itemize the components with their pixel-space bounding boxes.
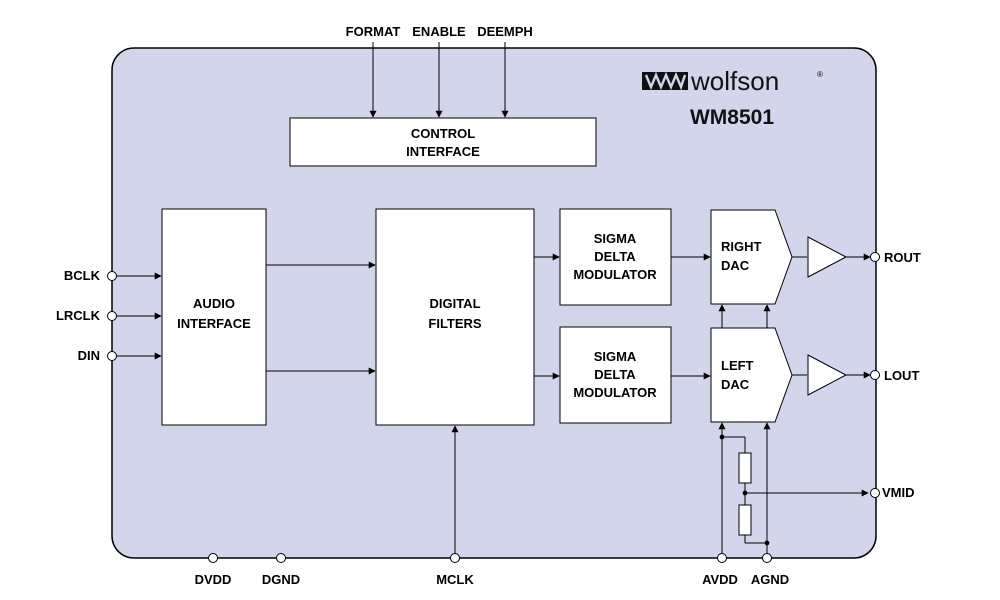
pin-rout bbox=[870, 252, 880, 262]
pin-din bbox=[107, 351, 117, 361]
sigma-delta-modulator-top bbox=[559, 208, 672, 306]
sigma-delta-top-label-3: MODULATOR bbox=[573, 267, 657, 282]
pin-label-agnd: AGND bbox=[751, 572, 789, 587]
audio-interface-label-1: AUDIO bbox=[193, 296, 235, 311]
left-dac-label-2: DAC bbox=[721, 377, 750, 392]
pin-agnd bbox=[762, 553, 772, 563]
pin-label-bclk: BCLK bbox=[64, 268, 101, 283]
wolfson-logo: wolfson ® bbox=[642, 66, 823, 96]
left-output-amplifier bbox=[807, 354, 848, 396]
right-dac-block bbox=[710, 209, 793, 305]
resistor-lower bbox=[738, 504, 752, 536]
right-output-amplifier bbox=[807, 236, 848, 278]
pin-avdd bbox=[717, 553, 727, 563]
pin-label-format: FORMAT bbox=[346, 24, 401, 39]
left-dac-block bbox=[710, 327, 793, 423]
control-interface-label-2: INTERFACE bbox=[406, 144, 480, 159]
sigma-delta-bottom-label-3: MODULATOR bbox=[573, 385, 657, 400]
vmid-divider bbox=[718, 422, 869, 555]
sigma-delta-top-label-2: DELTA bbox=[594, 249, 636, 264]
sigma-delta-modulator-bottom bbox=[559, 326, 672, 424]
pin-label-vmid: VMID bbox=[882, 485, 915, 500]
resistor-upper bbox=[738, 452, 752, 484]
pin-bclk bbox=[107, 271, 117, 281]
pin-lrclk bbox=[107, 311, 117, 321]
pin-label-avdd: AVDD bbox=[702, 572, 738, 587]
pin-label-dvdd: DVDD bbox=[195, 572, 232, 587]
pin-label-deemph: DEEMPH bbox=[477, 24, 533, 39]
right-dac-label-2: DAC bbox=[721, 258, 750, 273]
pin-dgnd bbox=[276, 553, 286, 563]
digital-filters-block bbox=[375, 208, 535, 426]
top-pins: FORMAT ENABLE DEEMPH bbox=[346, 24, 533, 118]
right-pins: ROUT LOUT VMID bbox=[870, 250, 921, 500]
brand-name: wolfson bbox=[690, 66, 779, 96]
right-dac-label-1: RIGHT bbox=[721, 239, 762, 254]
pin-vmid bbox=[870, 488, 880, 498]
left-pins: BCLK LRCLK DIN bbox=[56, 268, 162, 363]
control-interface-label-1: CONTROL bbox=[411, 126, 475, 141]
part-number: WM8501 bbox=[690, 106, 774, 129]
left-dac-label-1: LEFT bbox=[721, 358, 754, 373]
audio-interface-label-2: INTERFACE bbox=[177, 316, 251, 331]
pin-lout bbox=[870, 370, 880, 380]
pin-label-lout: LOUT bbox=[884, 368, 919, 383]
pin-label-rout: ROUT bbox=[884, 250, 921, 265]
pin-label-lrclk: LRCLK bbox=[56, 308, 101, 323]
digital-filters-label-2: FILTERS bbox=[428, 316, 482, 331]
pin-label-dgnd: DGND bbox=[262, 572, 300, 587]
pin-label-din: DIN bbox=[78, 348, 100, 363]
pin-label-enable: ENABLE bbox=[412, 24, 466, 39]
pin-label-mclk: MCLK bbox=[436, 572, 474, 587]
pin-mclk bbox=[450, 553, 460, 563]
registered-mark: ® bbox=[817, 70, 823, 79]
audio-interface-block bbox=[161, 208, 267, 426]
sigma-delta-bottom-label-2: DELTA bbox=[594, 367, 636, 382]
pin-dvdd bbox=[208, 553, 218, 563]
sigma-delta-top-label-1: SIGMA bbox=[594, 231, 637, 246]
digital-filters-label-1: DIGITAL bbox=[429, 296, 480, 311]
bottom-pins: DVDD DGND MCLK AVDD AGND bbox=[195, 488, 880, 587]
control-interface-block bbox=[289, 117, 597, 167]
sigma-delta-bottom-label-1: SIGMA bbox=[594, 349, 637, 364]
